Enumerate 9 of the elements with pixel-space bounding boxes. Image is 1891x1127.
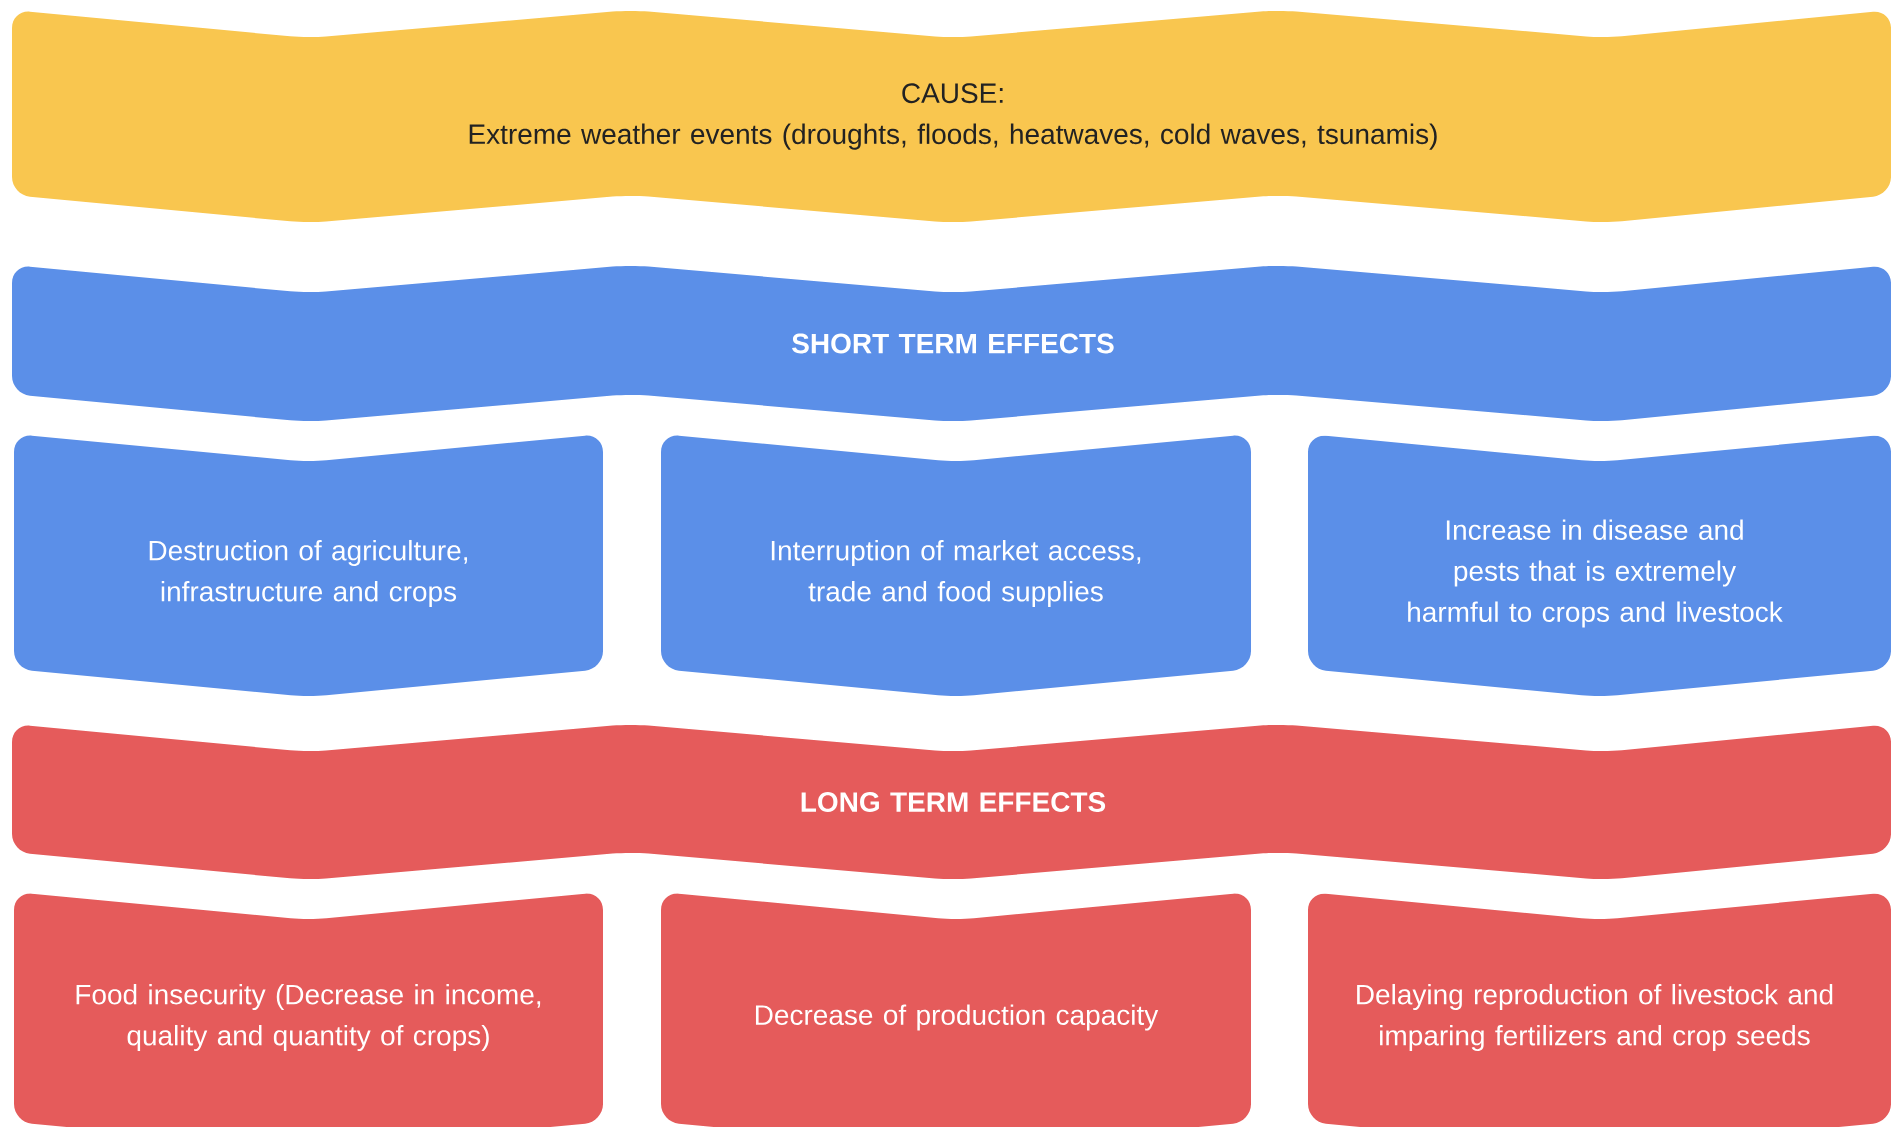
chevron-box: Increase in disease and pests that is extremely harmful to crops and livestock	[1308, 435, 1891, 696]
chevron-box: Destruction of agriculture, infrastructure and crops	[14, 435, 603, 696]
chevron-box: Food insecurity (Decrease in income, quality and quantity of crops)	[14, 893, 603, 1127]
chevron-band: CAUSE: Extreme weather events (droughts, floods, heatwaves, cold waves, tsunamis)	[12, 10, 1891, 223]
chevron-box: Interruption of market access, trade and food supplies	[661, 435, 1251, 696]
chevron-box: Decrease of production capacity	[661, 893, 1251, 1127]
chevron-band: LONG TERM EFFECTS	[12, 724, 1891, 880]
chevron-band: SHORT TERM EFFECTS	[12, 265, 1891, 422]
chevron-box: Delaying reproduction of livestock and imparing fertilizers and crop seeds	[1308, 893, 1891, 1127]
